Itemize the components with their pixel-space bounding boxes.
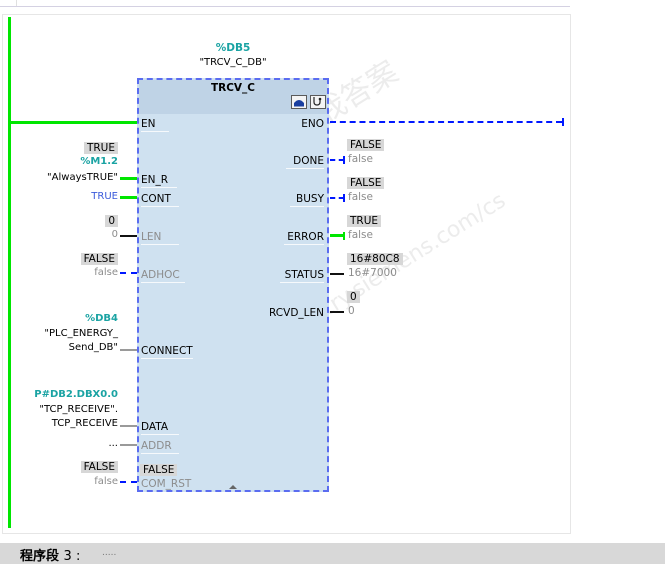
busy-value[interactable]: false bbox=[348, 191, 373, 203]
pin-status: STATUS bbox=[284, 269, 324, 281]
network-header-3[interactable]: 程序段 3 : ..... bbox=[0, 543, 665, 564]
en-wire bbox=[10, 121, 138, 124]
en-r-address[interactable]: %M1.2 bbox=[80, 156, 118, 167]
connect-operand-line2[interactable]: Send_DB" bbox=[68, 342, 118, 353]
pin-cont: CONT bbox=[141, 193, 171, 205]
data-operand-line2[interactable]: TCP_RECEIVE bbox=[51, 418, 118, 429]
power-rail bbox=[8, 17, 11, 528]
monitor-value: 0 bbox=[347, 291, 360, 303]
com-rst-wire bbox=[120, 481, 137, 483]
rcvd-len-value[interactable]: 0 bbox=[348, 305, 355, 317]
en-r-operand[interactable]: "AlwaysTRUE" bbox=[47, 172, 118, 183]
network-comment[interactable]: ..... bbox=[102, 548, 117, 558]
com-rst-pin-monitor: FALSE bbox=[140, 464, 178, 476]
cont-value[interactable]: TRUE bbox=[91, 191, 118, 202]
status-value[interactable]: 16#7000 bbox=[348, 267, 397, 279]
error-value[interactable]: false bbox=[348, 229, 373, 241]
en-r-wire bbox=[120, 177, 137, 180]
done-wire-end bbox=[343, 156, 345, 164]
pin-done: DONE bbox=[293, 155, 324, 167]
block-header: TRCV_C bbox=[139, 80, 327, 114]
monitor-value: TRUE bbox=[83, 142, 118, 154]
pin-len: LEN bbox=[141, 231, 162, 243]
addr-wire bbox=[120, 444, 137, 446]
connect-wire bbox=[120, 349, 137, 351]
cont-wire bbox=[120, 196, 137, 199]
monitor-value: FALSE bbox=[80, 461, 118, 473]
divider bbox=[0, 6, 570, 7]
adhoc-wire bbox=[120, 272, 137, 274]
status-wire bbox=[330, 273, 344, 275]
pin-underline bbox=[141, 131, 169, 132]
busy-wire-end bbox=[343, 194, 345, 202]
pin-en: EN bbox=[141, 118, 156, 130]
rcvd-len-monitor: 0 bbox=[347, 291, 360, 303]
done-wire bbox=[330, 159, 344, 161]
adhoc-monitor: FALSE bbox=[40, 253, 118, 265]
pin-underline bbox=[141, 206, 179, 207]
pin-en-r: EN_R bbox=[141, 174, 169, 186]
monitor-value: FALSE bbox=[347, 139, 385, 151]
instance-db-address[interactable]: %DB5 bbox=[215, 42, 251, 54]
pin-underline bbox=[286, 168, 324, 169]
pin-underline bbox=[141, 244, 179, 245]
instance-db-name[interactable]: "TRCV_C_DB" bbox=[199, 57, 267, 68]
error-wire-end bbox=[343, 232, 345, 240]
data-wire bbox=[120, 425, 137, 427]
network-number: 3 : bbox=[63, 549, 81, 564]
eno-wire bbox=[330, 121, 562, 123]
function-block-trcv-c[interactable]: TRCV_C EN EN_R CONT LEN ADHOC CONNECT DA… bbox=[137, 78, 329, 492]
pin-connect: CONNECT bbox=[141, 345, 193, 357]
len-monitor: 0 bbox=[40, 215, 118, 227]
pin-error: ERROR bbox=[287, 231, 324, 243]
data-operand-line1[interactable]: "TCP_RECEIVE". bbox=[39, 404, 118, 415]
adhoc-value[interactable]: false bbox=[94, 267, 118, 278]
pin-busy: BUSY bbox=[296, 193, 324, 205]
error-wire bbox=[330, 234, 344, 237]
len-wire bbox=[120, 235, 137, 237]
monitor-value: 0 bbox=[105, 215, 118, 227]
monitor-value: FALSE bbox=[80, 253, 118, 265]
monitor-icon[interactable] bbox=[291, 95, 307, 109]
busy-wire bbox=[330, 197, 344, 199]
network-title: 程序段 3 : bbox=[20, 545, 80, 564]
pin-underline bbox=[290, 206, 324, 207]
pin-underline bbox=[141, 282, 185, 283]
len-value[interactable]: 0 bbox=[111, 229, 118, 240]
done-value[interactable]: false bbox=[348, 153, 373, 165]
addr-value[interactable]: ... bbox=[108, 438, 118, 449]
monitor-value: TRUE bbox=[347, 215, 382, 227]
pin-underline bbox=[141, 187, 177, 188]
error-monitor: TRUE bbox=[347, 215, 382, 227]
network-label: 程序段 bbox=[20, 549, 60, 564]
connect-address[interactable]: %DB4 bbox=[85, 313, 118, 324]
pin-underline bbox=[141, 434, 179, 435]
data-address[interactable]: P#DB2.DBX0.0 bbox=[34, 389, 118, 400]
en-r-monitor: TRUE bbox=[40, 142, 118, 154]
pin-rcvd-len: RCVD_LEN bbox=[269, 307, 324, 319]
com-rst-value[interactable]: false bbox=[94, 476, 118, 487]
pin-eno: ENO bbox=[301, 118, 324, 130]
expand-collapse-icon[interactable] bbox=[229, 485, 237, 489]
pin-addr: ADDR bbox=[141, 440, 172, 452]
diagnostics-icon[interactable] bbox=[310, 95, 326, 109]
pin-adhoc: ADHOC bbox=[141, 269, 180, 281]
divider bbox=[16, 0, 17, 6]
done-monitor: FALSE bbox=[347, 139, 385, 151]
pin-com-rst: COM_RST bbox=[141, 478, 192, 490]
pin-underline bbox=[280, 282, 324, 283]
com-rst-monitor: FALSE bbox=[40, 461, 118, 473]
connect-operand-line1[interactable]: "PLC_ENERGY_ bbox=[44, 328, 118, 339]
block-type: TRCV_C bbox=[210, 82, 256, 94]
rcvd-len-wire bbox=[330, 311, 344, 313]
pin-underline bbox=[284, 244, 324, 245]
status-monitor: 16#80C8 bbox=[347, 253, 403, 265]
monitor-value: 16#80C8 bbox=[347, 253, 403, 265]
pin-underline bbox=[141, 358, 193, 359]
pin-underline bbox=[141, 453, 179, 454]
eno-wire-end bbox=[562, 118, 564, 126]
monitor-value: FALSE bbox=[347, 177, 385, 189]
busy-monitor: FALSE bbox=[347, 177, 385, 189]
pin-data: DATA bbox=[141, 421, 169, 433]
